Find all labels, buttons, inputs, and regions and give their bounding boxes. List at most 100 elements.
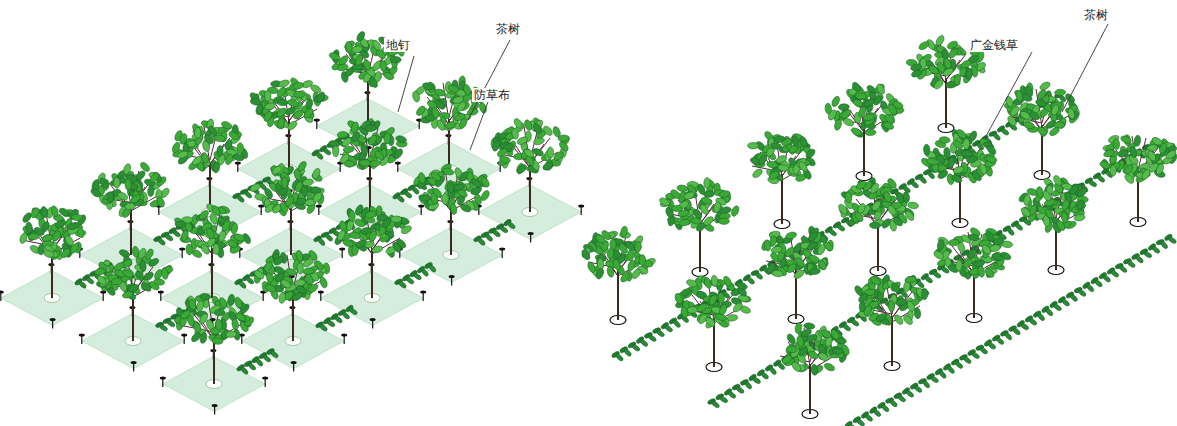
ground-nail	[395, 162, 401, 173]
leaf	[317, 237, 326, 246]
nail-head	[318, 291, 324, 294]
leaf	[1117, 149, 1129, 158]
leaf	[400, 224, 413, 235]
leaf	[1160, 241, 1169, 250]
leaf	[532, 122, 543, 135]
tea-tree	[824, 81, 904, 181]
ground-nail	[449, 275, 455, 286]
leaf	[450, 203, 458, 215]
nail-head	[395, 162, 401, 165]
leaf	[1067, 107, 1076, 119]
leaf	[1143, 251, 1152, 259]
leaf	[971, 170, 983, 182]
leaf	[965, 68, 974, 80]
leaf	[523, 119, 533, 132]
leaf	[431, 106, 440, 118]
leaf	[315, 91, 326, 104]
leaf	[891, 100, 904, 110]
leaf	[236, 194, 245, 203]
leaf	[293, 91, 305, 99]
leaf	[228, 130, 241, 141]
nail-head	[314, 119, 320, 122]
leaf	[89, 187, 102, 199]
leaf	[892, 215, 905, 227]
leaf	[281, 177, 288, 188]
leaf	[853, 210, 864, 223]
leaf	[836, 224, 845, 232]
leaf	[19, 232, 29, 245]
leaf	[1134, 135, 1142, 147]
nail-head	[418, 205, 424, 208]
leaf	[354, 204, 365, 217]
leaf	[1069, 293, 1078, 302]
leaf	[1036, 88, 1048, 101]
leaf	[542, 125, 554, 137]
leaf	[338, 153, 350, 165]
trunk	[369, 162, 371, 212]
leaf	[354, 54, 364, 67]
leaf	[791, 135, 799, 147]
plant-strip	[1090, 258, 1136, 288]
leaf	[264, 102, 276, 111]
ground-nail	[578, 205, 584, 216]
leaf	[263, 187, 274, 200]
leaf	[284, 195, 296, 208]
leaf	[147, 185, 155, 197]
plant-strip	[394, 261, 437, 289]
leaf	[700, 196, 712, 205]
leaf	[390, 56, 401, 63]
leaf	[29, 206, 40, 219]
leaf	[230, 223, 238, 235]
leaf	[85, 276, 94, 284]
leaf	[255, 103, 264, 115]
leaf	[362, 59, 371, 71]
leaf	[933, 78, 945, 90]
nail-head	[528, 232, 534, 235]
leaf	[1094, 279, 1103, 288]
tea-tree	[19, 205, 88, 303]
leaf	[869, 222, 880, 229]
leaf	[275, 86, 287, 98]
leaf	[966, 248, 978, 261]
leaf	[491, 140, 501, 153]
leaf	[349, 231, 361, 239]
leaf	[480, 176, 491, 189]
leaf	[217, 230, 227, 242]
leaf	[963, 138, 970, 149]
leaf	[67, 222, 79, 231]
leaf	[220, 220, 231, 233]
leaf	[1023, 121, 1035, 130]
leaf	[718, 190, 730, 199]
leaf	[312, 191, 324, 204]
plant-strip	[473, 218, 516, 246]
ground-nail	[528, 232, 534, 243]
nail-head	[316, 205, 322, 208]
leaf	[368, 76, 379, 89]
leaf	[1006, 227, 1015, 236]
leaf	[155, 196, 165, 209]
tea-tree	[328, 117, 407, 216]
leaf	[63, 234, 75, 247]
tea-tree	[1004, 80, 1080, 179]
leaf	[447, 84, 460, 94]
leaf	[1103, 148, 1116, 158]
leaf	[139, 161, 151, 173]
leaf	[348, 210, 355, 221]
trunk	[290, 205, 292, 255]
nail-head	[499, 248, 505, 251]
leaf	[961, 150, 973, 158]
tea-tree	[171, 118, 249, 216]
leaf	[702, 215, 715, 227]
leaf	[678, 209, 690, 218]
nail-head	[339, 248, 345, 251]
nail-head	[100, 291, 106, 294]
leaf	[453, 183, 465, 192]
leaf	[480, 189, 491, 202]
leaf	[875, 83, 886, 96]
leaf	[1054, 89, 1065, 96]
ground-nail	[314, 119, 320, 130]
leaf	[415, 105, 427, 118]
leaf	[1028, 110, 1041, 121]
leaf	[33, 226, 46, 237]
